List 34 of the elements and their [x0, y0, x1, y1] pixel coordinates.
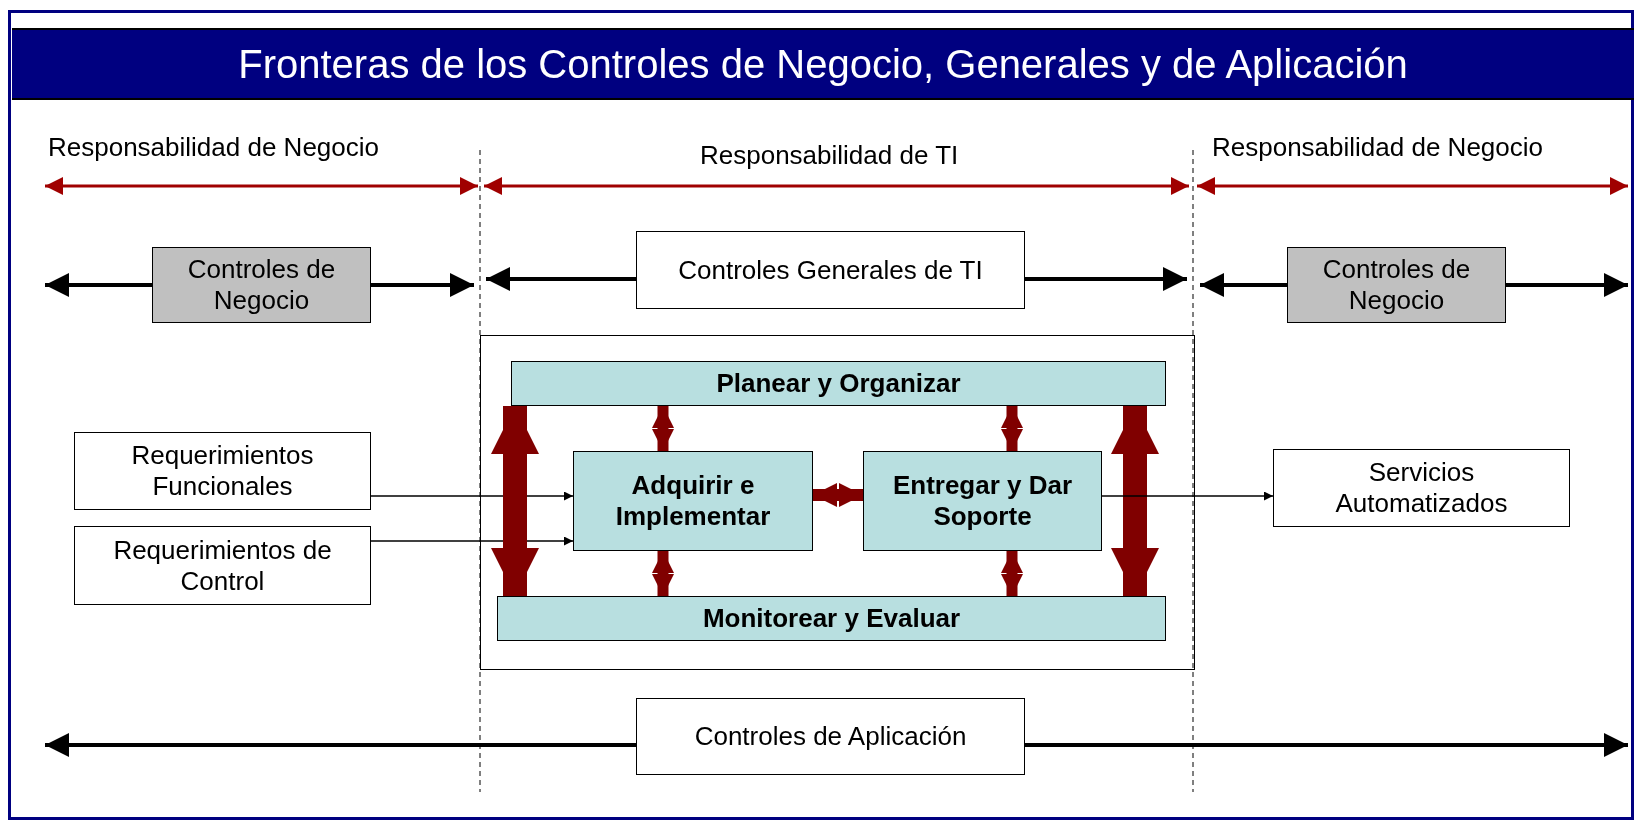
double-arrow	[491, 406, 539, 596]
arrow	[486, 267, 636, 291]
section-label: Responsabilidad de Negocio	[48, 132, 379, 163]
arrow	[1200, 273, 1287, 297]
process-box: Adquirir e Implementar	[573, 451, 813, 551]
text-box: Requerimientos Funcionales	[74, 432, 371, 510]
arrow	[370, 536, 574, 546]
double-arrow	[1001, 551, 1023, 596]
double-arrow	[652, 406, 674, 451]
arrow	[45, 733, 636, 757]
title-bar: Fronteras de los Controles de Negocio, Generales y de Aplicación	[12, 28, 1634, 100]
control-box: Controles de Negocio	[152, 247, 371, 323]
text-box: Requerimientos de Control	[74, 526, 371, 605]
double-arrow	[813, 483, 863, 507]
arrow	[1506, 273, 1628, 297]
section-label: Responsabilidad de TI	[700, 140, 959, 171]
arrow	[1025, 733, 1628, 757]
control-box: Controles de Negocio	[1287, 247, 1506, 323]
double-arrow	[1001, 406, 1023, 451]
arrow	[1101, 491, 1274, 501]
arrow	[371, 273, 474, 297]
text-box: Controles Generales de TI	[636, 231, 1025, 309]
process-box: Monitorear y Evaluar	[497, 596, 1166, 641]
arrow	[45, 273, 152, 297]
double-arrow	[1111, 406, 1159, 596]
section-label: Responsabilidad de Negocio	[1212, 132, 1543, 163]
text-box: Controles de Aplicación	[636, 698, 1025, 775]
arrow	[370, 491, 574, 501]
arrow	[1025, 267, 1187, 291]
process-box: Entregar y Dar Soporte	[863, 451, 1102, 551]
double-arrow	[652, 551, 674, 596]
process-box: Planear y Organizar	[511, 361, 1166, 406]
frame-box	[480, 335, 1195, 670]
text-box: Servicios Automatizados	[1273, 449, 1570, 527]
